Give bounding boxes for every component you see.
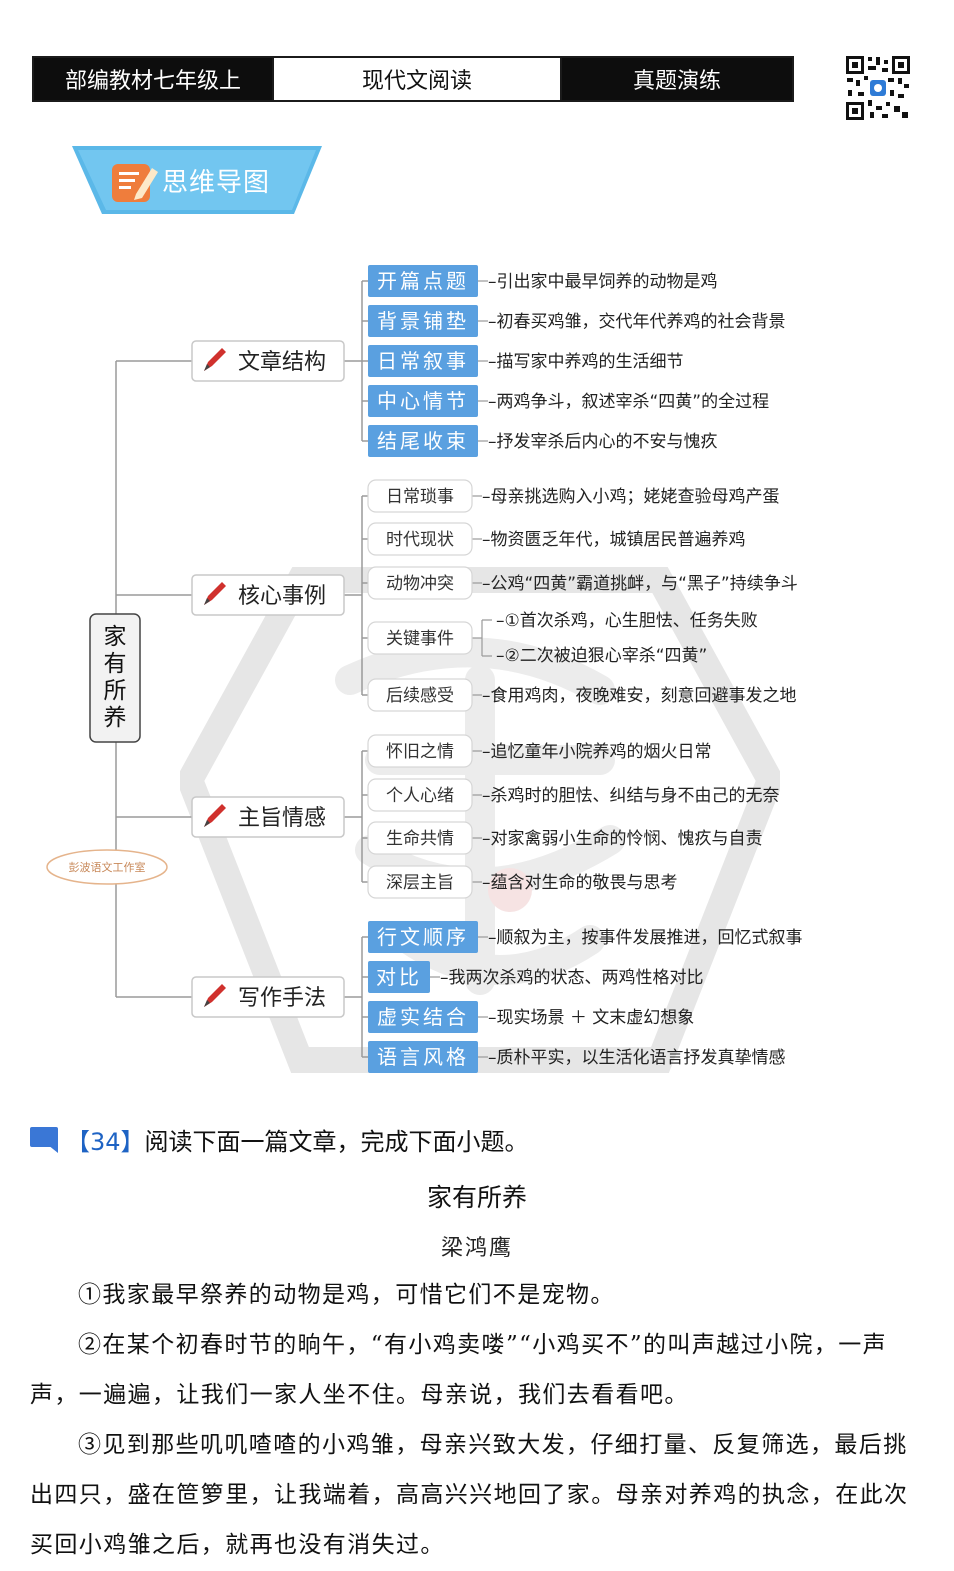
- branch-label: 核心事例: [238, 584, 326, 609]
- branch-3-item-4: 深层主旨 –蕴含对生命的敬畏与思考: [367, 865, 678, 899]
- item-desc: –初春买鸡雏，交代年代养鸡的社会背景: [488, 312, 786, 332]
- branch-1: 文章结构: [191, 340, 345, 382]
- item-desc: –公鸡“四黄”霸道挑衅，与“黑子”持续争斗: [482, 574, 798, 594]
- article-author: 梁鸿鹰: [440, 1236, 513, 1261]
- item-tag: 生命共情: [386, 829, 454, 849]
- item-desc: –抒发宰杀后内心的不安与愧疚: [488, 432, 718, 452]
- item-desc: –母亲挑选购入小鸡；姥姥查验母鸡产蛋: [482, 487, 780, 507]
- item-desc: –质朴平实，以生活化语言抒发真挚情感: [488, 1048, 786, 1068]
- branch-label: 文章结构: [238, 350, 326, 375]
- branch-3-item-2: 个人心绪 –杀鸡时的胆怯、纠结与身不由己的无奈: [367, 778, 780, 812]
- item-desc: –对家禽弱小生命的怜悯、愧疚与自责: [482, 829, 763, 849]
- studio-badge: 彭波语文工作室: [46, 849, 168, 885]
- question-text: 阅读下面一篇文章，完成下面小题。: [144, 1128, 529, 1156]
- root-char: 家: [104, 624, 127, 650]
- notebook-icon: [112, 164, 158, 202]
- item-tag: 行文顺序: [377, 925, 469, 949]
- item-desc: –我两次杀鸡的状态、两鸡性格对比: [440, 968, 704, 988]
- branch-4-item-3: 虚实结合 –现实场景 ＋ 文末虚幻想象: [368, 1001, 694, 1033]
- question-number: 【34】: [66, 1128, 145, 1156]
- item-tag: 后续感受: [386, 686, 454, 706]
- header-grade: 部编教材七年级上: [34, 58, 272, 100]
- branch-3-item-1: 怀旧之情 –追忆童年小院养鸡的烟火日常: [367, 734, 712, 768]
- root-char: 养: [104, 705, 127, 731]
- branch-1-item-1: 开篇点题 –引出家中最早饲养的动物是鸡: [368, 265, 718, 297]
- pen-icon: [204, 984, 226, 1007]
- branch-2-item-5: 后续感受 –食用鸡肉，夜晚难安，刻意回避事发之地: [367, 678, 797, 712]
- branch-3-item-3: 生命共情 –对家禽弱小生命的怜悯、愧疚与自责: [367, 821, 763, 855]
- branch-2-item-1: 日常琐事 –母亲挑选购入小鸡；姥姥查验母鸡产蛋: [367, 479, 780, 513]
- pen-icon: [204, 804, 226, 827]
- banner-label: 思维导图: [162, 168, 271, 198]
- item-desc: –食用鸡肉，夜晚难安，刻意回避事发之地: [482, 686, 797, 706]
- branch-1-item-5: 结尾收束 –抒发宰杀后内心的不安与愧疚: [368, 425, 718, 457]
- branch-1-item-2: 背景铺垫 –初春买鸡雏，交代年代养鸡的社会背景: [368, 305, 786, 337]
- branch-2-item-3: 动物冲突 –公鸡“四黄”霸道挑衅，与“黑子”持续争斗: [367, 566, 798, 600]
- question-line: 【34】 阅读下面一篇文章，完成下面小题。: [30, 1122, 529, 1157]
- branch-3: 主旨情感: [191, 796, 345, 838]
- item-tag: 结尾收束: [377, 429, 469, 453]
- item-desc: –现实场景 ＋ 文末虚幻想象: [488, 1008, 694, 1028]
- item-desc: –引出家中最早饲养的动物是鸡: [488, 272, 718, 292]
- branch-2-item-4: 关键事件 –①首次杀鸡，心生胆怯、任务失败 –②二次被迫狠心宰杀“四黄”: [367, 611, 758, 666]
- item-tag: 日常叙事: [377, 349, 469, 373]
- branch-4-item-1: 行文顺序 –顺叙为主，按事件发展推进，回忆式叙事: [368, 921, 803, 953]
- root-char: 所: [104, 678, 127, 704]
- item-tag: 语言风格: [377, 1045, 469, 1069]
- branch-2-item-2: 时代现状 –物资匮乏年代，城镇居民普遍养鸡: [367, 522, 746, 556]
- root-char: 有: [104, 651, 127, 677]
- item-desc: –顺叙为主，按事件发展推进，回忆式叙事: [488, 928, 803, 948]
- item-tag: 时代现状: [386, 530, 454, 550]
- item-tag: 虚实结合: [377, 1005, 469, 1029]
- branch-4: 写作手法: [191, 976, 345, 1018]
- mindmap-banner: [72, 146, 322, 214]
- item-tag: 动物冲突: [386, 574, 454, 594]
- item-tag: 背景铺垫: [377, 309, 469, 333]
- mind-map-root: 家有所养: [89, 613, 141, 743]
- item-desc: –两鸡争斗，叙述宰杀“四黄”的全过程: [488, 392, 769, 412]
- item-desc: –蕴含对生命的敬畏与思考: [482, 873, 678, 893]
- item-desc-2: –②二次被迫狠心宰杀“四黄”: [496, 646, 707, 666]
- item-tag: 个人心绪: [386, 786, 454, 806]
- branch-label: 主旨情感: [238, 806, 326, 831]
- article-paragraph-2: ②在某个初春时节的晌午，“有小鸡卖喽”“小鸡买不”的叫声越过小院，一声声，一遍遍…: [30, 1332, 888, 1408]
- mind-map-connectors: [115, 280, 492, 1058]
- article-paragraph-1: ①我家最早祭养的动物是鸡，可惜它们不是宠物。: [78, 1282, 615, 1308]
- pen-icon: [204, 582, 226, 605]
- studio-label: 彭波语文工作室: [69, 860, 146, 874]
- item-desc: –追忆童年小院养鸡的烟火日常: [482, 742, 712, 762]
- item-tag: 日常琐事: [386, 487, 454, 507]
- speech-bubble-icon: [30, 1126, 58, 1153]
- watermark-seal: [180, 567, 780, 1073]
- branch-4-item-2: 对比 –我两次杀鸡的状态、两鸡性格对比: [368, 961, 704, 993]
- header-bar: 部编教材七年级上 现代文阅读 真题演练: [32, 56, 794, 102]
- header-section: 现代文阅读: [272, 58, 562, 100]
- pen-icon: [204, 348, 226, 371]
- branch-1-item-3: 日常叙事 –描写家中养鸡的生活细节: [368, 345, 684, 377]
- item-desc: –描写家中养鸡的生活细节: [488, 352, 684, 372]
- item-desc: –物资匮乏年代，城镇居民普遍养鸡: [482, 530, 746, 550]
- header-practice: 真题演练: [562, 58, 792, 100]
- branch-1-item-4: 中心情节 –两鸡争斗，叙述宰杀“四黄”的全过程: [368, 385, 769, 417]
- branch-4-item-4: 语言风格 –质朴平实，以生活化语言抒发真挚情感: [368, 1041, 786, 1073]
- qr-code-icon[interactable]: [844, 54, 912, 122]
- item-tag: 对比: [376, 965, 422, 989]
- item-tag: 深层主旨: [386, 873, 454, 893]
- item-tag: 中心情节: [377, 389, 469, 413]
- branch-2: 核心事例: [191, 574, 345, 616]
- article-title: 家有所养: [426, 1183, 527, 1212]
- item-desc: –杀鸡时的胆怯、纠结与身不由己的无奈: [482, 786, 780, 806]
- item-desc: –①首次杀鸡，心生胆怯、任务失败: [496, 611, 758, 631]
- article-paragraph-3: ③见到那些叽叽喳喳的小鸡雏，母亲兴致大发，仔细打量、反复筛选，最后挑出四只，盛在…: [30, 1432, 909, 1558]
- item-tag: 怀旧之情: [386, 742, 454, 762]
- item-tag: 开篇点题: [377, 269, 469, 293]
- item-tag: 关键事件: [386, 629, 454, 649]
- branch-label: 写作手法: [238, 986, 326, 1011]
